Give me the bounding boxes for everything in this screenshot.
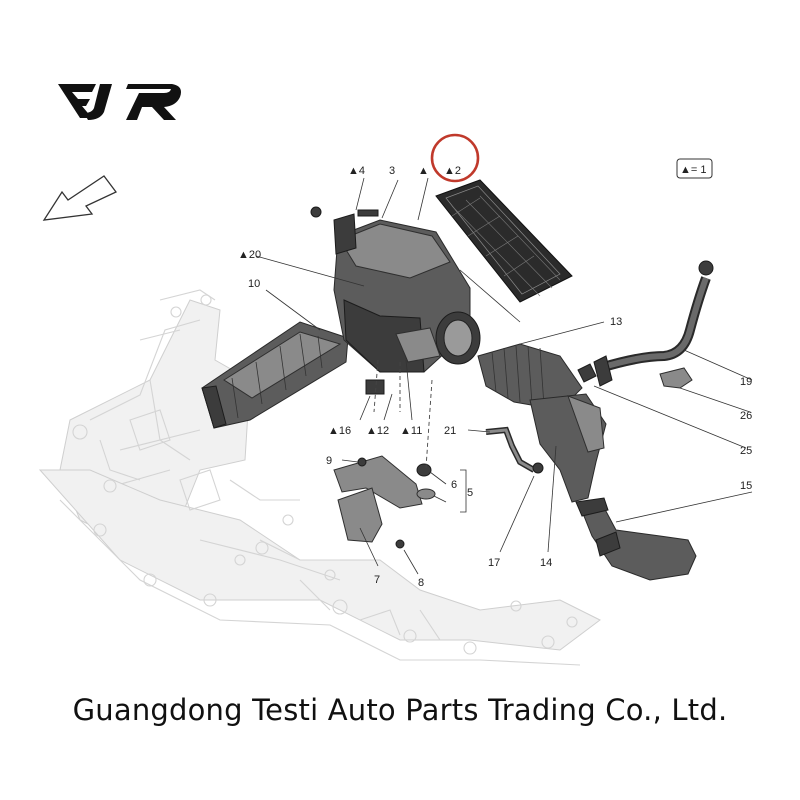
legend-text: ▲= 1 xyxy=(680,164,707,176)
callout-9: 9 xyxy=(326,455,332,467)
callout-5: 5 xyxy=(467,487,473,499)
callout-16: ▲16 xyxy=(328,425,351,437)
callout-26: 26 xyxy=(740,410,752,422)
callout-11: ▲11 xyxy=(400,425,422,437)
legend-box xyxy=(676,158,713,179)
assembly-line xyxy=(425,379,433,469)
small-pipe-part xyxy=(485,426,544,474)
callout-triangle: ▲ xyxy=(418,165,429,177)
air-filter-housing-part xyxy=(310,206,481,373)
callout-4: ▲4 xyxy=(348,165,365,177)
callout-2: ▲2 xyxy=(444,165,461,177)
breather-hose-part xyxy=(593,260,714,387)
direction-arrow-icon xyxy=(42,175,118,221)
callout-14: 14 xyxy=(540,557,552,569)
callout-10: 10 xyxy=(248,278,260,290)
callout-6: 6 xyxy=(451,479,457,491)
callout-17: 17 xyxy=(488,557,500,569)
air-filter-element-part xyxy=(435,179,573,323)
leader-lines xyxy=(255,177,753,575)
clamp-part xyxy=(577,363,597,383)
chassis-ghost xyxy=(38,289,601,666)
highlight-circle xyxy=(430,133,480,183)
callout-19: 19 xyxy=(740,376,752,388)
callout-20: ▲20 xyxy=(238,249,261,261)
air-pipe-part xyxy=(529,393,697,581)
callout-3: 3 xyxy=(389,165,395,177)
callout-12: ▲12 xyxy=(366,425,389,437)
assembly-line xyxy=(373,359,379,413)
callout-8: 8 xyxy=(418,577,424,589)
callout-15: 15 xyxy=(740,480,752,492)
intake-duct-part xyxy=(201,321,349,429)
ejr-logo xyxy=(58,84,181,120)
callout-25: 25 xyxy=(740,445,752,457)
bracket-parts xyxy=(333,379,436,549)
callout-7: 7 xyxy=(374,574,380,586)
callout-21: 21 xyxy=(444,425,456,437)
company-name: Guangdong Testi Auto Parts Trading Co., … xyxy=(72,693,728,727)
clip-part xyxy=(659,367,693,389)
callout-13: 13 xyxy=(610,316,622,328)
